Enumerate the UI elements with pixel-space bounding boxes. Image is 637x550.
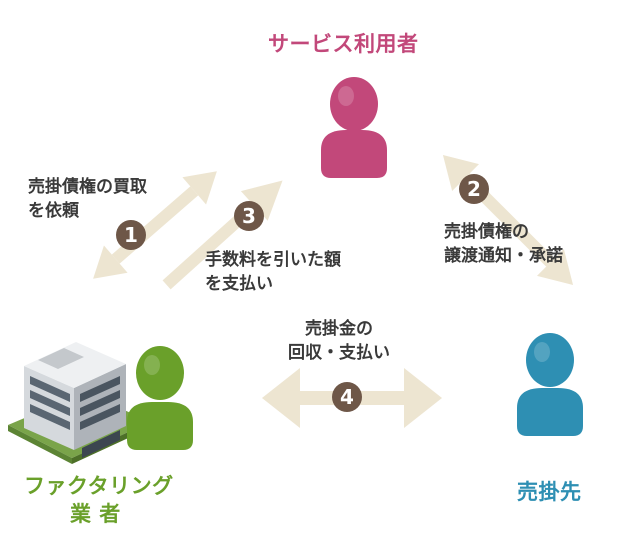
arrow-step-4 bbox=[262, 368, 442, 428]
step-2-text-line2: 譲渡通知・承諾 bbox=[444, 246, 563, 266]
factoring-label-line2: 業 者 bbox=[70, 502, 121, 526]
step-1-badge: 1 bbox=[116, 220, 146, 250]
step-4-badge: 4 bbox=[332, 382, 362, 412]
step-3-text-line2: を支払い bbox=[205, 274, 273, 294]
step-4-text-line2: 回収・支払い bbox=[288, 343, 390, 363]
step-2-text-line1: 売掛債権の bbox=[444, 222, 529, 242]
person-icon bbox=[127, 346, 193, 450]
step-4-text-line1: 売掛金の bbox=[305, 319, 373, 339]
step-3-text-line1: 手数料を引いた額 bbox=[205, 250, 341, 270]
step-3-badge: 3 bbox=[234, 201, 264, 231]
person-icon bbox=[321, 77, 387, 178]
arrow-step-3 bbox=[162, 180, 283, 290]
step-1-text-line1: 売掛債権の買取 bbox=[28, 177, 147, 197]
step-1-text-line2: を依頼 bbox=[28, 201, 79, 221]
step-2-badge: 2 bbox=[459, 174, 489, 204]
office-building-icon bbox=[8, 342, 150, 464]
service-user-label: サービス利用者 bbox=[268, 32, 419, 56]
factoring-label-line1: ファクタリング bbox=[24, 474, 174, 498]
customer-label: 売掛先 bbox=[517, 480, 582, 504]
person-icon bbox=[517, 333, 583, 436]
